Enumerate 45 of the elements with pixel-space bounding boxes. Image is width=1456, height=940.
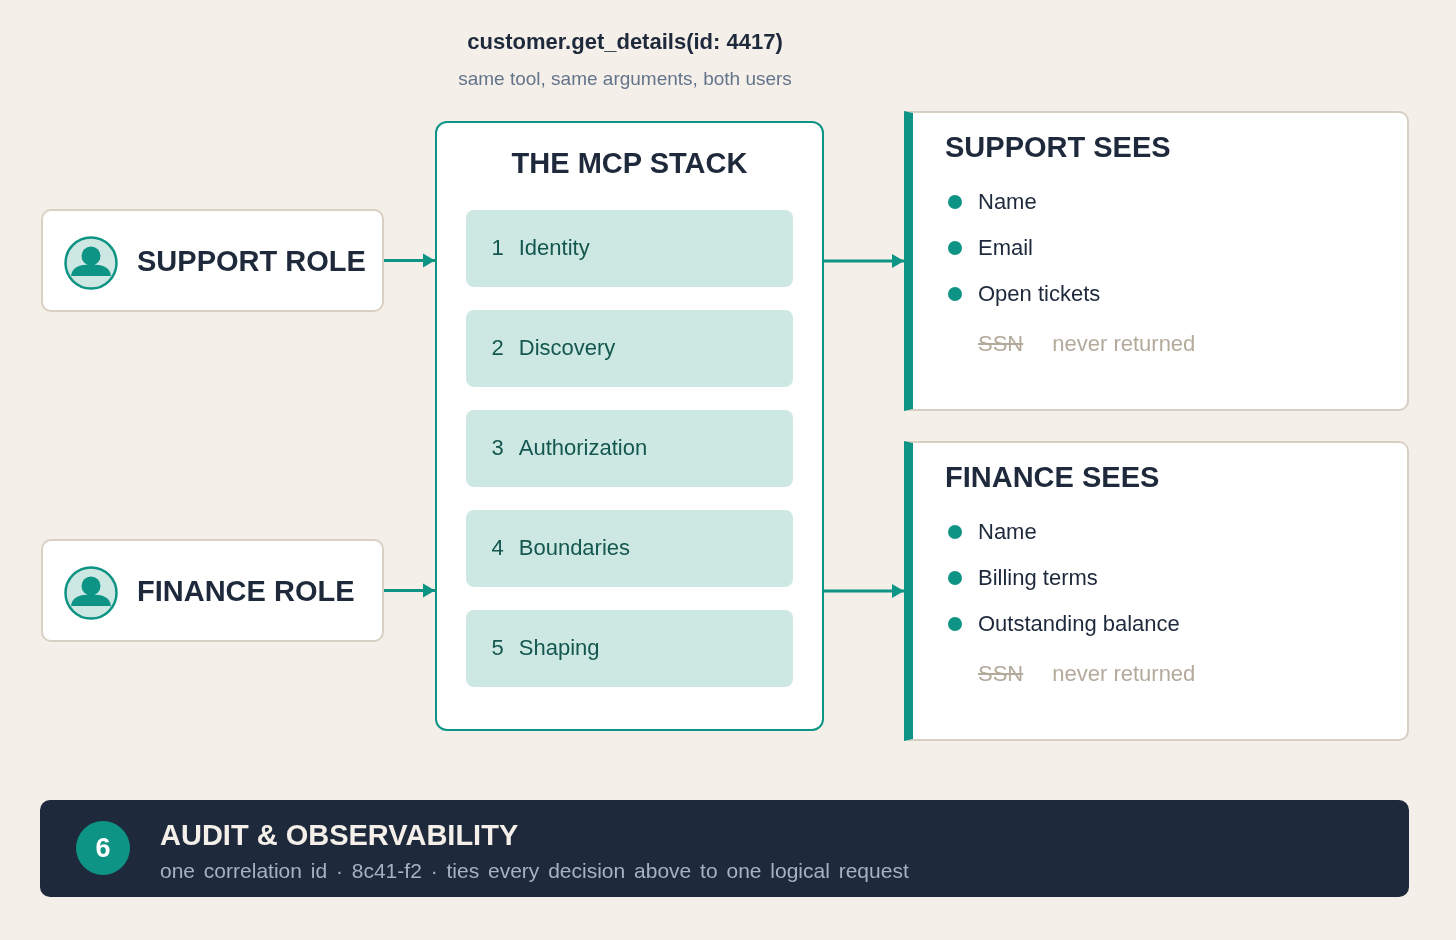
arrow <box>824 254 904 268</box>
banner-heading: AUDIT & OBSERVABILITY <box>160 818 519 852</box>
role-card <box>41 539 384 642</box>
withheld-field-label: SSN <box>978 660 1024 688</box>
arrow <box>384 583 435 598</box>
step-label: Discovery <box>518 334 616 362</box>
layer-box <box>465 609 793 687</box>
step-number: 4 <box>491 534 504 562</box>
step-label: Identity <box>518 234 590 262</box>
layer-box <box>465 209 793 287</box>
result-card <box>904 111 1409 411</box>
layer-box <box>465 409 793 487</box>
step-label: Boundaries <box>518 534 631 562</box>
field-label: Billing terms <box>978 564 1098 592</box>
step-number: 5 <box>491 634 504 662</box>
step-number: 2 <box>491 334 504 362</box>
field-label: Name <box>978 188 1037 216</box>
step-number: 1 <box>491 234 504 262</box>
audit-banner <box>40 800 1409 897</box>
arrow <box>384 253 435 268</box>
step-number: 3 <box>491 434 504 462</box>
withheld-field-label: SSN <box>978 330 1024 358</box>
role-card <box>41 209 384 312</box>
withheld-note: never returned <box>1052 330 1196 358</box>
subtitle: same tool, same arguments, both users <box>458 67 792 91</box>
arrow <box>824 584 904 598</box>
card-heading: SUPPORT SEES <box>945 130 1171 165</box>
field-label: Name <box>978 518 1037 546</box>
panel-heading: THE MCP STACK <box>511 146 748 181</box>
result-card <box>904 441 1409 741</box>
card-heading: FINANCE SEES <box>945 460 1160 495</box>
step-label: Shaping <box>518 634 600 662</box>
layer-box <box>465 309 793 387</box>
diagram-title: customer.get_details(id: 4417) <box>467 28 783 56</box>
withheld-note: never returned <box>1052 660 1196 688</box>
layer-box <box>465 509 793 587</box>
step-number-badge: 6 <box>76 821 130 875</box>
field-label: Email <box>978 234 1033 262</box>
stack-panel <box>435 121 824 731</box>
field-label: Open tickets <box>978 280 1101 308</box>
field-label: Outstanding balance <box>978 610 1180 638</box>
step-label: Authorization <box>518 434 648 462</box>
banner-note: one correlation id · 8c41-f2 · ties every decision above to one logical request <box>160 859 909 883</box>
role-label: FINANCE ROLE <box>137 573 355 609</box>
role-label: SUPPORT ROLE <box>137 243 366 279</box>
